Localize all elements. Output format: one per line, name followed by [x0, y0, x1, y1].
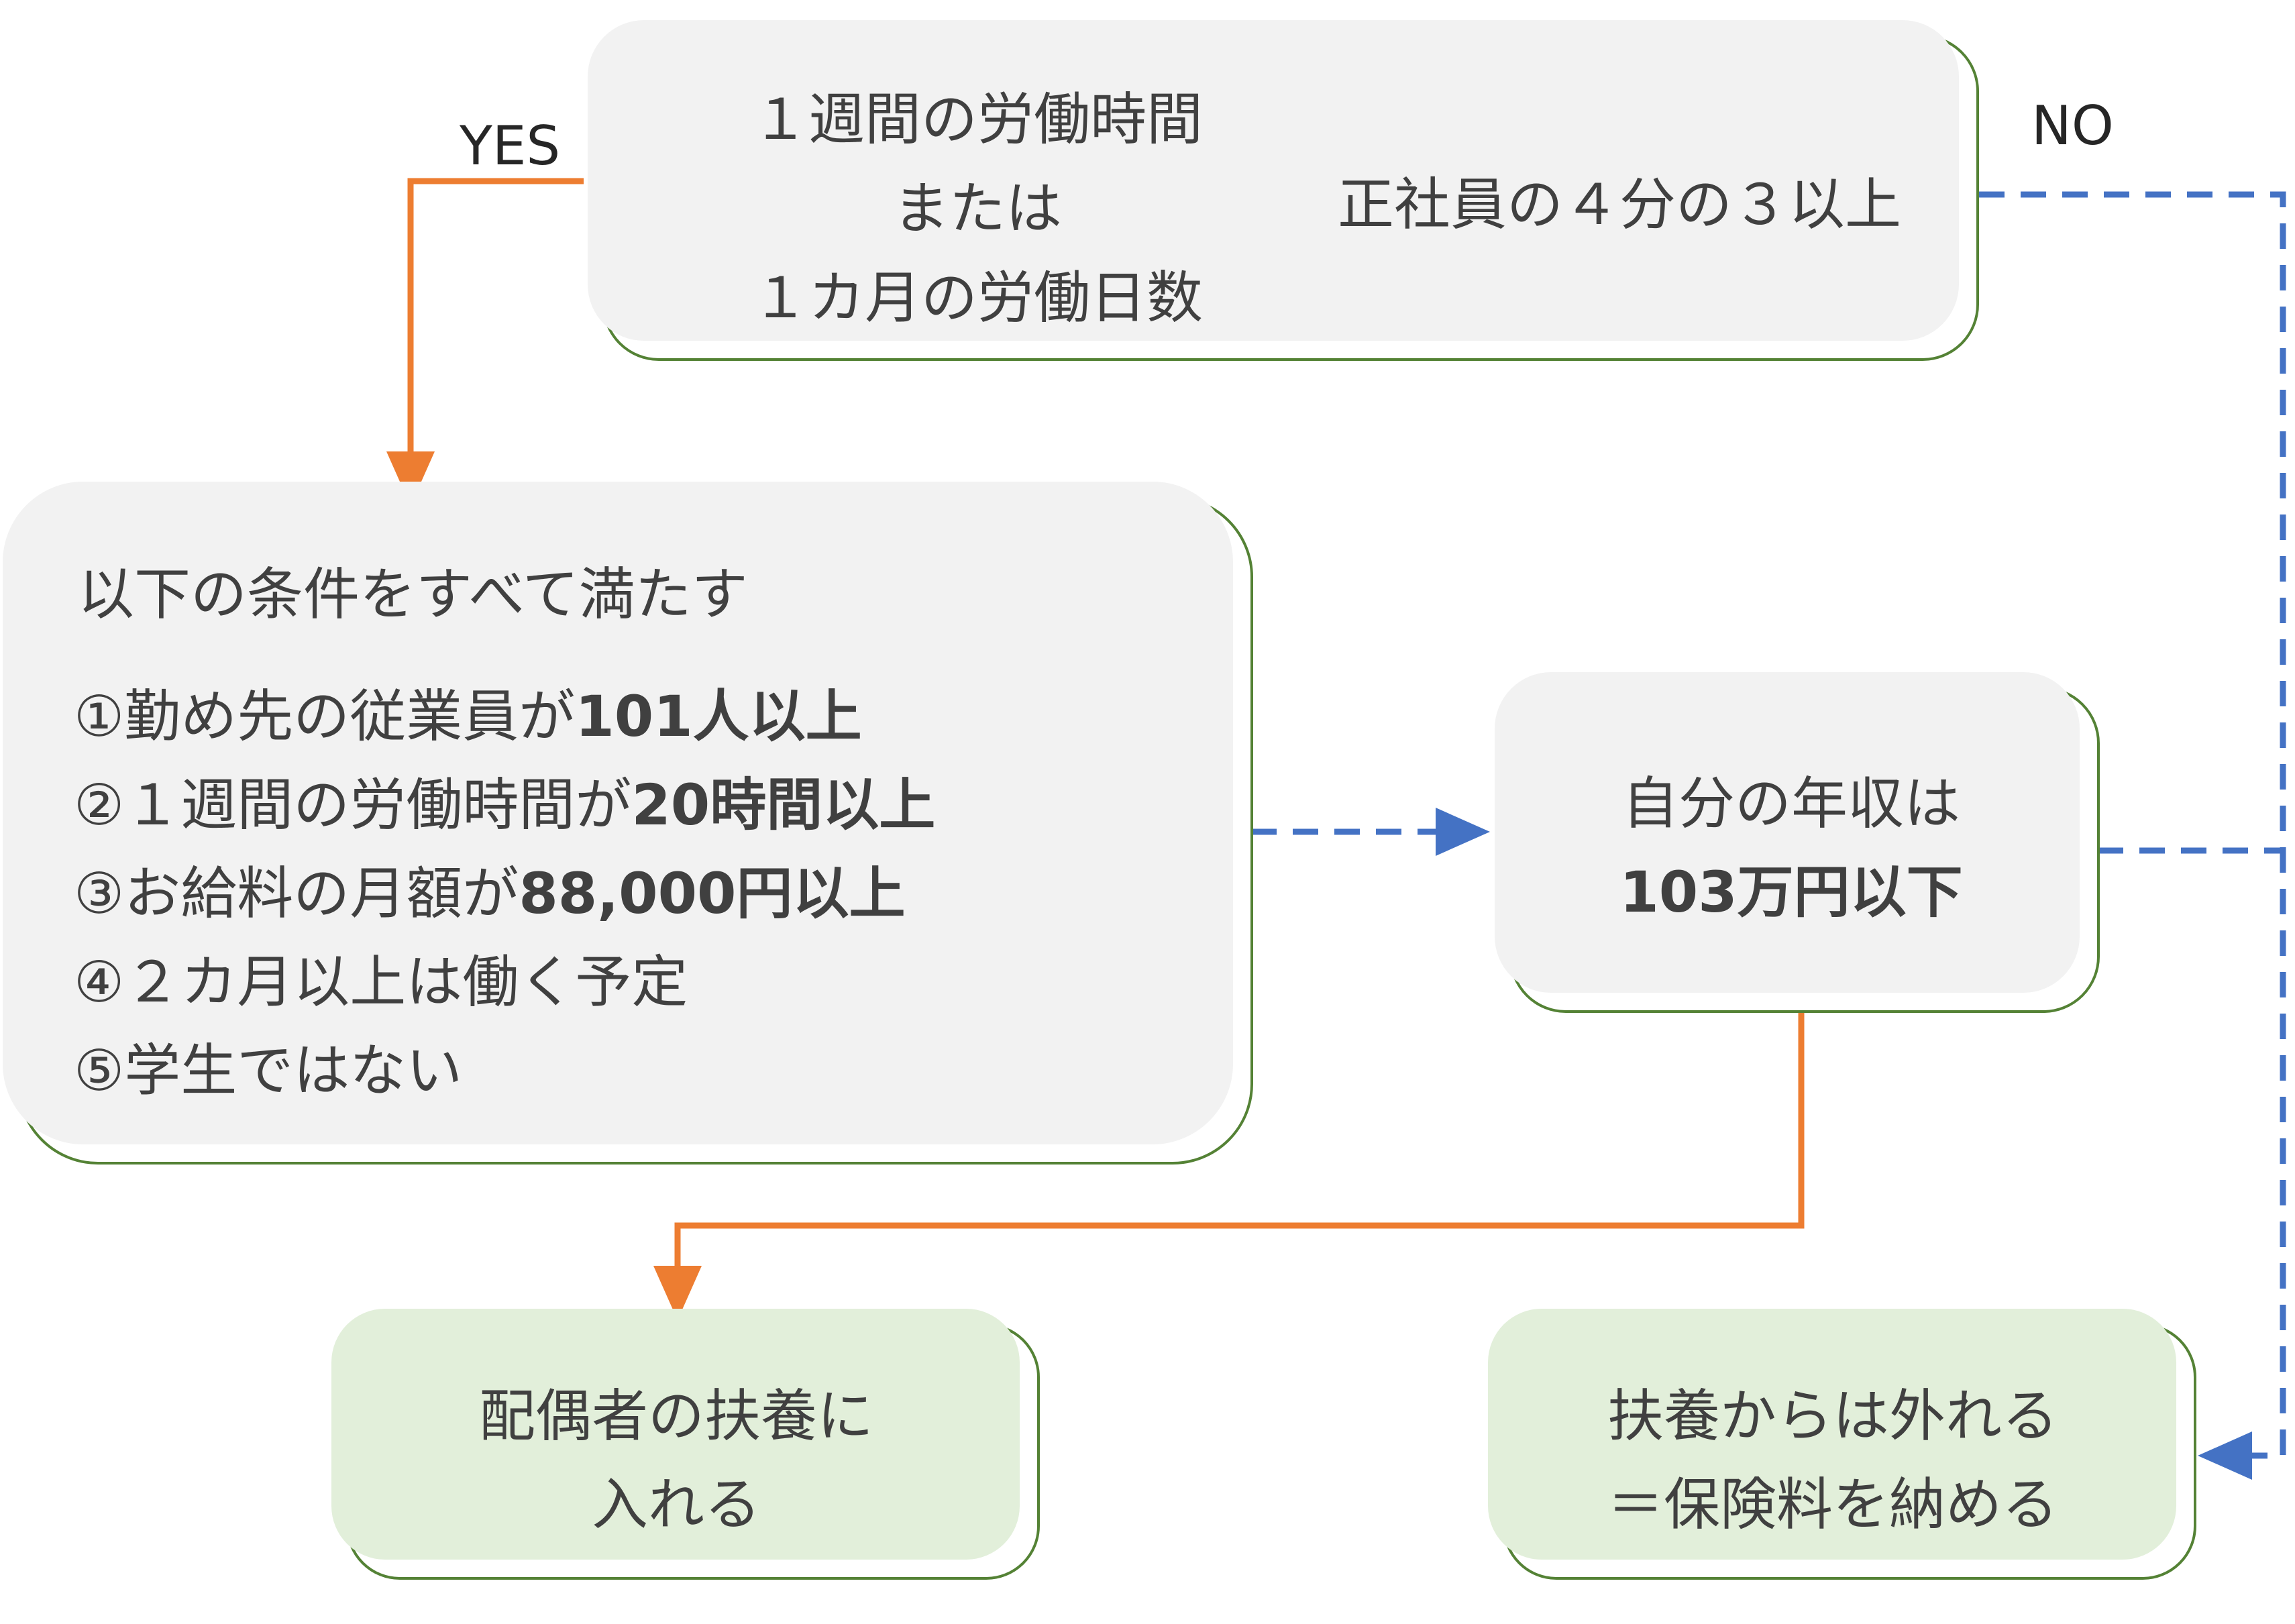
top-condition-result: 正社員の４分の３以上	[1338, 172, 1902, 237]
top-condition-line-2: または	[892, 176, 1062, 241]
yes-label: YES	[460, 115, 561, 177]
top-condition-box: １週間の労働時間 または １カ月の労働日数 正社員の４分の３以上	[588, 20, 1979, 361]
condition-item-5: ⑤学生ではない	[74, 1042, 462, 1099]
top-condition-line-3: １カ月の労働日数	[751, 265, 1203, 331]
result-independent-line-1: 扶養からは外れる	[1607, 1383, 2058, 1449]
condition-item-3-text: ③お給料の月額が	[74, 861, 519, 926]
yes-arrow-top-to-conditions	[386, 178, 584, 506]
condition-item-4: ④２カ月以上は働く予定	[74, 954, 688, 1010]
condition-item-2-text: ②１週間の労働時間が	[74, 772, 632, 838]
condition-item-1-bold: 101人以上	[575, 684, 862, 749]
condition-item-5-text: ⑤学生ではない	[74, 1038, 463, 1103]
income-box: 自分の年収は 103万円以下	[1495, 672, 2100, 1013]
result-dependent-box: 配偶者の扶養に 入れる	[331, 1309, 1040, 1580]
condition-item-4-text: ④２カ月以上は働く予定	[74, 949, 688, 1015]
result-independent-box: 扶養からは外れる ＝保険料を納める	[1488, 1309, 2196, 1580]
conditions-title: 以下の条件をすべて満たす	[78, 561, 748, 627]
result-independent-line-2: ＝保険料を納める	[1607, 1472, 2058, 1537]
condition-item-1-text: ①勤め先の従業員が	[74, 684, 576, 749]
result-dependent-line-2: 入れる	[591, 1472, 761, 1537]
top-condition-line-1: １週間の労働時間	[751, 87, 1203, 152]
condition-item-3-bold: 88,000円以上	[519, 861, 906, 926]
condition-item-2: ②１週間の労働時間が20時間以上	[74, 777, 935, 833]
conditions-box: 以下の条件をすべて満たす ①勤め先の従業員が101人以上 ②１週間の労働時間が2…	[3, 482, 1253, 1165]
condition-item-3: ③お給料の月額が88,000円以上	[74, 865, 905, 922]
income-line-2-bold: 103万円以下	[1619, 859, 1963, 925]
condition-item-2-bold: 20時間以上	[631, 772, 936, 838]
income-line-1: 自分の年収は	[1621, 771, 1960, 836]
condition-item-1: ①勤め先の従業員が101人以上	[74, 688, 862, 745]
income-line-2: 103万円以下	[1512, 864, 2070, 920]
arrow-income-to-dependent	[653, 1013, 1805, 1320]
result-dependent-line-1: 配偶者の扶養に	[478, 1383, 873, 1449]
no-arrow-top-to-independent	[1979, 191, 2286, 1480]
no-label: NO	[2031, 95, 2114, 157]
